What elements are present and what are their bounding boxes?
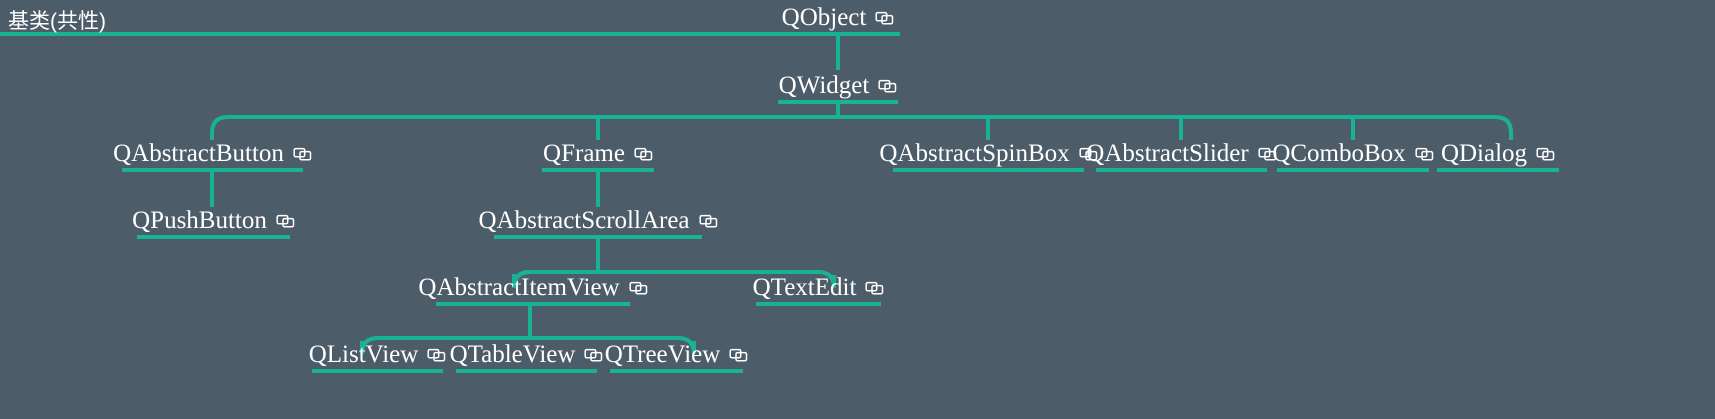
node-label-qwidget: QWidget xyxy=(778,71,870,99)
node-qframe[interactable]: QFrame xyxy=(542,138,654,168)
copy-icon[interactable] xyxy=(729,345,748,364)
copy-icon[interactable] xyxy=(584,345,603,364)
copy-icon[interactable] xyxy=(878,76,897,95)
copy-icon[interactable] xyxy=(1258,144,1277,163)
node-qdialog[interactable]: QDialog xyxy=(1437,138,1559,168)
copy-icon[interactable] xyxy=(1415,144,1434,163)
node-qabstractitemview[interactable]: QAbstractItemView xyxy=(418,272,647,302)
node-qwidget[interactable]: QWidget xyxy=(778,70,898,100)
node-qabstractspinbox[interactable]: QAbstractSpinBox xyxy=(879,138,1097,168)
copy-icon[interactable] xyxy=(276,211,295,230)
copy-icon[interactable] xyxy=(1079,144,1098,163)
node-qabstractbutton[interactable]: QAbstractButton xyxy=(113,138,312,168)
node-label-qtextedit: QTextEdit xyxy=(752,273,857,301)
node-label-qabstractspinbox: QAbstractSpinBox xyxy=(879,139,1070,167)
node-label-qtableview: QTableView xyxy=(449,340,576,368)
node-label-qabstractslider: QAbstractSlider xyxy=(1086,139,1249,167)
node-qabstractslider[interactable]: QAbstractSlider xyxy=(1086,138,1276,168)
node-qcombobox[interactable]: QComboBox xyxy=(1272,138,1433,168)
copy-icon[interactable] xyxy=(427,345,446,364)
copy-icon[interactable] xyxy=(293,144,312,163)
node-label-qtreeview: QTreeView xyxy=(604,340,721,368)
node-qlistview[interactable]: QListView xyxy=(308,339,446,369)
node-label-qabstractitemview: QAbstractItemView xyxy=(418,273,620,301)
copy-icon[interactable] xyxy=(1536,144,1555,163)
node-label-qlistview: QListView xyxy=(308,340,419,368)
node-qobject[interactable]: QObject xyxy=(778,2,898,32)
edge-to-qdialog xyxy=(1494,115,1513,140)
edge-to-qabstractbutton xyxy=(210,115,229,140)
node-label-qabstractbutton: QAbstractButton xyxy=(113,139,284,167)
node-label-qabstractscrollarea: QAbstractScrollArea xyxy=(478,206,690,234)
node-label-qframe: QFrame xyxy=(543,139,625,167)
copy-icon[interactable] xyxy=(698,211,718,230)
copy-icon[interactable] xyxy=(875,8,894,27)
node-label-qcombobox: QComboBox xyxy=(1272,139,1406,167)
copy-icon[interactable] xyxy=(634,144,653,163)
copy-icon[interactable] xyxy=(629,278,648,297)
node-qtextedit[interactable]: QTextEdit xyxy=(752,272,884,302)
node-qpushbutton[interactable]: QPushButton xyxy=(132,205,295,235)
node-label-qdialog: QDialog xyxy=(1440,139,1528,167)
node-label-qobject: QObject xyxy=(781,3,867,31)
node-label-qpushbutton: QPushButton xyxy=(132,206,267,234)
node-qtableview[interactable]: QTableView xyxy=(450,339,603,369)
copy-icon[interactable] xyxy=(865,278,884,297)
node-qtreeview[interactable]: QTreeView xyxy=(605,339,748,369)
header-title: 基类(共性) xyxy=(8,10,106,33)
node-qabstractscrollarea[interactable]: QAbstractScrollArea xyxy=(478,205,717,235)
